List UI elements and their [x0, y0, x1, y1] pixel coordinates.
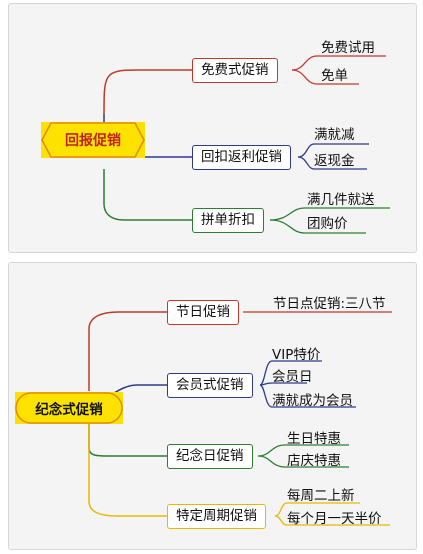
leaf-label: 免费试用 [321, 40, 375, 56]
leaf-line [291, 55, 386, 71]
branch-line [103, 169, 192, 221]
leaf-line [257, 444, 349, 457]
branch-node: 免费式促销 [192, 58, 278, 83]
leaf-line [259, 384, 356, 408]
leaf-label: 节日点促销:三八节 [273, 296, 386, 312]
leaf-label: 每周二上新 [287, 488, 355, 504]
leaf-line [257, 455, 349, 468]
leaf-label: 满就成为会员 [272, 393, 353, 409]
branch-line [103, 69, 192, 115]
leaf-label: 返现金 [314, 153, 355, 169]
leaf-line [297, 156, 367, 170]
leaf-line [274, 502, 360, 517]
root-node: 纪念式促销 [15, 392, 123, 424]
branch-line [88, 423, 167, 457]
root-label: 回报促销 [65, 133, 121, 149]
branch-node: 纪念日促销 [167, 444, 253, 469]
leaf-line [291, 69, 359, 85]
branch-node: 特定周期促销 [167, 504, 266, 529]
branch-line [88, 423, 167, 517]
leaf-label: 店庆特惠 [287, 453, 341, 469]
leaf-line [259, 382, 307, 386]
leaf-label: 生日特惠 [287, 431, 341, 447]
branch-node: 节日促销 [167, 300, 239, 325]
leaf-line [259, 360, 322, 386]
leaf-label: 会员日 [272, 369, 313, 385]
leaf-label: 满就减 [314, 127, 355, 143]
mindmap-panel-reward: 回报促销 免费式促销 回扣返利促销 拼单折扣 免费试用 免单 满就减 返现金 满… [8, 3, 417, 253]
leaf-line [269, 207, 390, 221]
leaf-label: VIP特价 [272, 347, 321, 363]
branch-node: 回扣返利促销 [192, 145, 291, 170]
leaf-label: 免单 [321, 68, 348, 84]
mindmap-panel-commemorative: 纪念式促销 节日促销 会员式促销 纪念日促销 特定周期促销 节日点促销:三八节 … [8, 262, 417, 550]
leaf-label: 满几件就送 [307, 192, 375, 208]
leaf-label: 团购价 [307, 216, 348, 232]
leaf-line [297, 143, 369, 158]
branch-node: 拼单折扣 [192, 208, 264, 233]
leaf-line [269, 219, 366, 234]
root-label: 纪念式促销 [35, 402, 103, 418]
branch-node: 会员式促销 [167, 373, 253, 398]
branch-line [88, 311, 167, 391]
root-node: 回报促销 [41, 122, 145, 158]
leaf-label: 每个月一天半价 [287, 511, 382, 527]
leaf-line [274, 515, 390, 526]
